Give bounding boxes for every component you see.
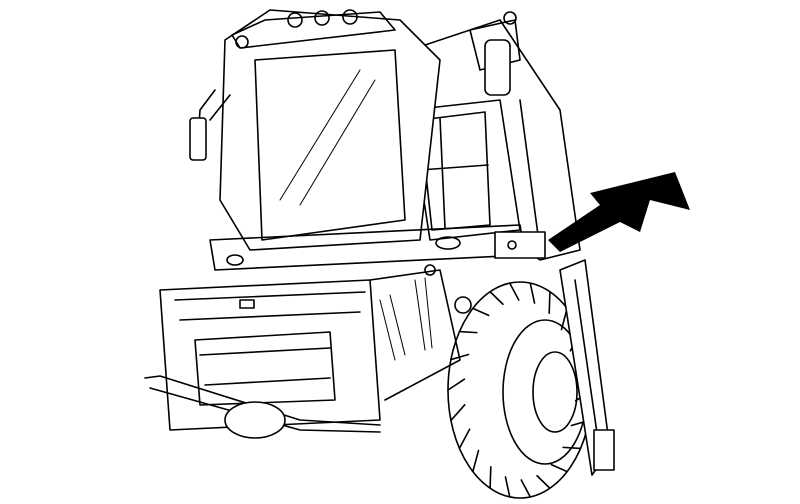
- tread-lug: [489, 290, 504, 306]
- tread-lug: [520, 479, 532, 498]
- front-wheel: [447, 281, 593, 499]
- tread-lug: [562, 446, 582, 450]
- tread-lug: [447, 378, 466, 391]
- tread-lug: [550, 463, 568, 473]
- tread-lug: [450, 404, 466, 422]
- tread-lug: [508, 282, 520, 301]
- tread-lug: [529, 282, 536, 304]
- arrow-icon: [548, 172, 690, 252]
- side-ladder: [559, 259, 615, 476]
- tread-lug: [489, 466, 492, 490]
- tread-lug: [536, 474, 551, 490]
- feeder-header: [144, 264, 472, 439]
- tread-lug: [548, 290, 551, 314]
- operator-cab: [189, 9, 526, 271]
- highlighted-part: [494, 231, 546, 259]
- tread-lug: [504, 476, 511, 498]
- tread-lug: [472, 449, 480, 473]
- tread-lug: [458, 428, 471, 450]
- grain-tank-body: [379, 11, 581, 261]
- tread-lug: [458, 330, 478, 334]
- tread-lug: [472, 307, 490, 317]
